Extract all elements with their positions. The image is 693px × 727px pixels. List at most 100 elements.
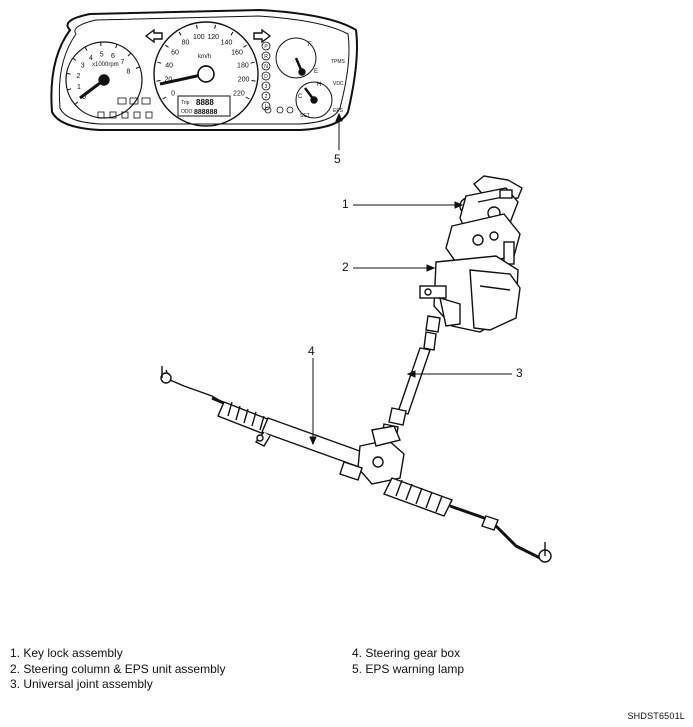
gear-indicator-1: R xyxy=(264,54,268,60)
tach-tick-6: 6 xyxy=(111,53,115,60)
legend-item-2: 2. Steering column & EPS unit assembly xyxy=(10,661,226,676)
tach-tick-mark-0 xyxy=(74,101,79,105)
speed-tick-mark-2 xyxy=(157,61,162,64)
legend-right: 4. Steering gear box 5. EPS warning lamp xyxy=(352,646,464,677)
gear-indicator-2: N xyxy=(264,64,268,70)
tach-tick-mark-8 xyxy=(135,66,140,69)
indicator-icons xyxy=(97,97,294,119)
speed-tick-11: 220 xyxy=(233,90,245,97)
legend-left: 1. Key lock assembly 2. Steering column … xyxy=(10,646,225,693)
set-label: SET xyxy=(300,113,310,119)
speed-tick-mark-10 xyxy=(251,80,256,82)
fuel-mark-e: E xyxy=(314,69,318,75)
gear-indicator-4: 3 xyxy=(265,84,268,90)
tach-label: x1000rpm xyxy=(92,62,119,68)
speed-tick-9: 180 xyxy=(237,62,249,69)
gear-indicator-5: 2 xyxy=(265,94,268,100)
speed-label: km/h xyxy=(198,54,211,60)
speed-tick-5: 100 xyxy=(193,34,205,41)
tach-tick-mark-4 xyxy=(84,46,88,51)
temperature-gauge: C H SET xyxy=(295,81,333,119)
tach-tick-mark-1 xyxy=(67,88,72,91)
legend-item-5: 5. EPS warning lamp xyxy=(352,661,465,676)
tach-tick-3: 3 xyxy=(81,62,85,69)
tach-tick-7: 7 xyxy=(120,59,124,66)
callout-4: 4 xyxy=(308,344,315,358)
lamp-tpms: TPMS xyxy=(331,59,346,65)
leader-lines xyxy=(309,112,512,446)
gear-indicator-ring-4 xyxy=(261,81,271,91)
odo-trip-value: 8888 xyxy=(196,98,214,107)
fuel-gauge: F E xyxy=(275,37,318,79)
right-turn-arrow-icon xyxy=(253,28,272,44)
callout-2: 2 xyxy=(342,260,349,274)
speed-tick-mark-3 xyxy=(165,44,169,48)
tach-tick-mark-2 xyxy=(66,72,71,75)
tach-tick-8: 8 xyxy=(126,68,130,75)
speed-tick-mark-9 xyxy=(250,61,255,64)
speed-tick-mark-1 xyxy=(156,80,161,82)
gear-indicator-ring-0 xyxy=(261,41,271,51)
tach-tick-0: 0 xyxy=(82,94,86,101)
temp-mark-h: H xyxy=(317,82,321,88)
speed-tick-6: 120 xyxy=(207,34,219,41)
gear-indicator-0: P xyxy=(264,44,268,50)
speed-tick-mark-0 xyxy=(162,96,167,100)
lamp-eps: EPS xyxy=(333,108,344,114)
speed-tick-mark-5 xyxy=(196,24,198,29)
gear-indicator-ring-3 xyxy=(261,71,271,81)
odo-trip-label: Trip xyxy=(181,100,190,106)
gear-indicator-ring-2 xyxy=(261,61,271,71)
eps-unit-assembly xyxy=(419,255,521,333)
fuel-mark-f: F xyxy=(308,42,312,48)
legend-item-1: 1. Key lock assembly xyxy=(10,646,123,660)
speed-tick-8: 160 xyxy=(231,49,243,56)
speed-tick-mark-8 xyxy=(243,44,247,48)
universal-joint-assembly xyxy=(381,315,441,440)
callout-3: 3 xyxy=(516,366,523,380)
tach-tick-1: 1 xyxy=(77,84,81,91)
speed-tick-mark-4 xyxy=(178,31,182,36)
speed-tick-2: 40 xyxy=(165,62,173,69)
legend-item-4: 4. Steering gear box xyxy=(352,646,461,660)
steering-column-assembly xyxy=(381,175,523,440)
speed-tick-mark-6 xyxy=(214,24,216,29)
gear-indicator-3: D xyxy=(264,74,268,80)
left-rack-boot xyxy=(217,401,271,435)
figure-code: SHDST6501L xyxy=(627,711,685,721)
gear-indicator-ring-6 xyxy=(261,101,271,111)
callout-5: 5 xyxy=(334,152,341,166)
gear-indicator-6: L xyxy=(265,104,268,110)
speed-tick-mark-11 xyxy=(245,96,250,100)
odo-odo-value: 888888 xyxy=(194,109,217,116)
tach-tick-mark-3 xyxy=(72,57,77,61)
speed-tick-7: 140 xyxy=(221,39,233,46)
legend-item-3: 3. Universal joint assembly xyxy=(10,677,153,691)
gear-indicator-ring-5 xyxy=(261,91,271,101)
left-turn-arrow-icon xyxy=(144,28,163,44)
lamp-vdc: VDC xyxy=(333,81,344,87)
speed-tick-3: 60 xyxy=(171,49,179,56)
tach-tick-5: 5 xyxy=(100,51,104,58)
speed-tick-mark-7 xyxy=(230,31,234,36)
gear-indicator-ring-1 xyxy=(261,51,271,61)
odo-odo-label: ODO xyxy=(181,109,193,115)
callout-1: 1 xyxy=(342,197,349,211)
speed-tick-0: 0 xyxy=(171,90,175,97)
tach-tick-mark-6 xyxy=(115,44,118,49)
tach-tick-4: 4 xyxy=(89,55,93,62)
speed-tick-4: 80 xyxy=(182,39,190,46)
steering-gear-box xyxy=(160,366,552,563)
speed-tick-10: 200 xyxy=(238,77,250,84)
right-rack-boot xyxy=(383,477,453,517)
tach-tick-mark-7 xyxy=(127,52,132,57)
tach-tick-2: 2 xyxy=(76,73,80,80)
speed-tick-1: 20 xyxy=(165,77,173,84)
